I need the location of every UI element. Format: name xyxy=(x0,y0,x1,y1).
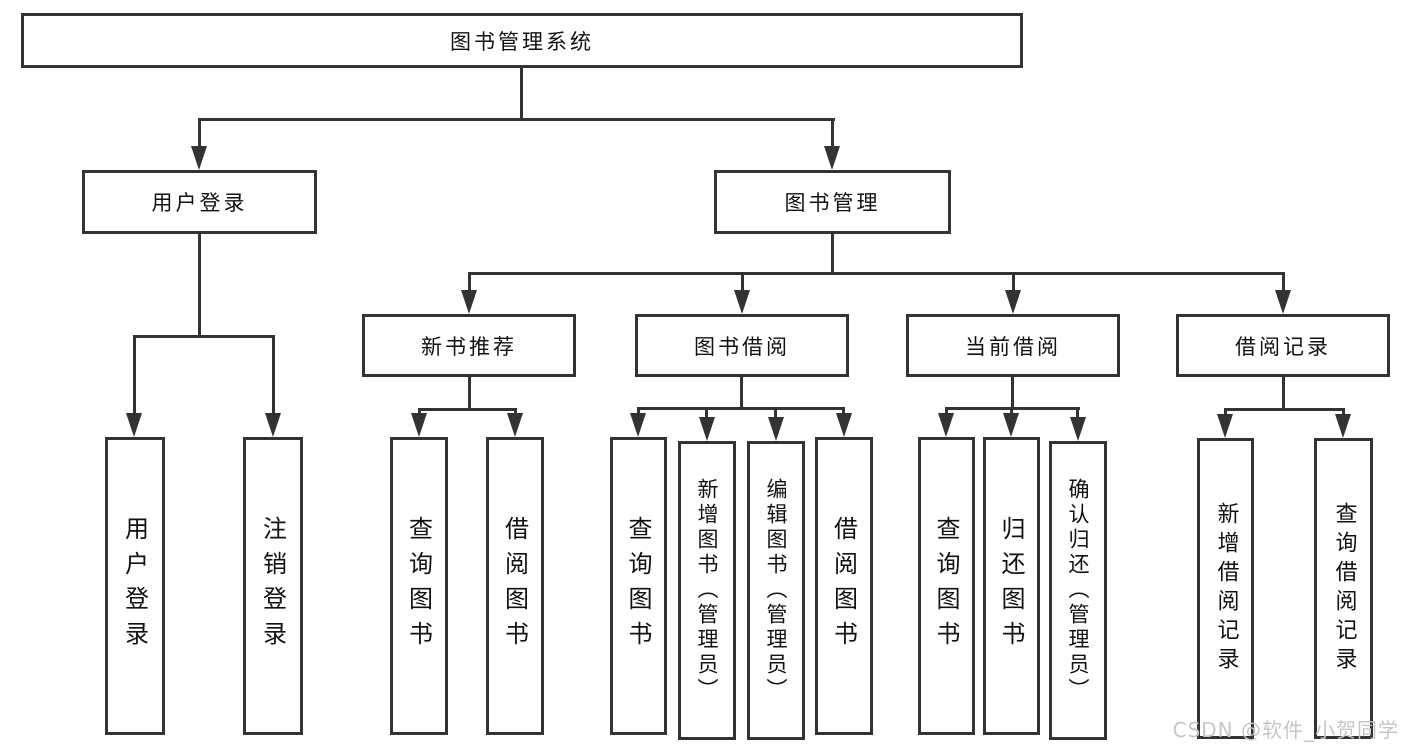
connector-line xyxy=(1012,272,1015,290)
node-new-book-recommend: 新书推荐 xyxy=(362,314,576,377)
connector-line xyxy=(842,407,845,413)
leaf-borrow-books: 借阅图书 xyxy=(815,437,873,735)
connector-line xyxy=(514,408,517,413)
leaf-borrow-books-recommend: 借阅图书 xyxy=(486,437,544,735)
leaf-add-books-admin: 新增图书（管理员） xyxy=(678,441,736,740)
arrow-down-icon xyxy=(1003,413,1019,437)
connector-line xyxy=(1282,272,1285,290)
arrow-down-icon xyxy=(1005,290,1021,314)
connector-line xyxy=(740,377,743,407)
node-current-borrowing: 当前借阅 xyxy=(906,314,1120,377)
arrow-down-icon xyxy=(461,290,477,314)
arrow-down-icon xyxy=(630,413,646,437)
node-book-management-label: 图书管理 xyxy=(784,191,881,215)
leaf-return-books-label: 归还图书 xyxy=(997,516,1025,656)
node-library-system: 图书管理系统 xyxy=(21,13,1023,68)
leaf-query-borrow-record: 查询借阅记录 xyxy=(1314,438,1373,739)
arrow-down-icon xyxy=(507,413,523,437)
arrow-down-icon xyxy=(1335,414,1351,438)
arrow-down-icon xyxy=(1070,417,1086,441)
node-book-management: 图书管理 xyxy=(714,170,951,234)
connector-line xyxy=(272,335,275,413)
connector-line xyxy=(1342,408,1345,414)
connector-line xyxy=(1011,377,1014,407)
arrow-down-icon xyxy=(824,146,840,170)
connector-line xyxy=(1224,408,1227,414)
connector-line xyxy=(418,408,517,411)
node-current-borrowing-label: 当前借阅 xyxy=(965,334,1061,359)
connector-line xyxy=(198,118,835,121)
arrow-down-icon xyxy=(734,290,750,314)
leaf-query-borrow-record-label: 查询借阅记录 xyxy=(1331,501,1357,676)
connector-line xyxy=(705,407,708,417)
leaf-user-login-label: 用户登录 xyxy=(120,516,149,656)
leaf-query-books-current: 查询图书 xyxy=(918,437,975,735)
connector-line xyxy=(520,68,523,118)
leaf-query-books-recommend-label: 查询图书 xyxy=(404,516,433,656)
arrow-down-icon xyxy=(1275,290,1291,314)
leaf-query-books-current-label: 查询图书 xyxy=(932,516,960,656)
leaf-logout-login-label: 注销登录 xyxy=(258,516,287,656)
csdn-watermark: CSDN @软件_小贺同学 xyxy=(1172,718,1399,742)
connector-line xyxy=(741,272,744,290)
connector-line xyxy=(637,407,640,413)
arrow-down-icon xyxy=(411,413,427,437)
connector-line xyxy=(1224,408,1345,411)
connector-line xyxy=(1076,407,1079,417)
leaf-query-books-borrow-label: 查询图书 xyxy=(624,516,652,656)
arrow-down-icon xyxy=(1217,414,1233,438)
leaf-confirm-return-admin-label: 确认归还（管理员） xyxy=(1066,478,1090,703)
connector-line xyxy=(198,234,201,335)
node-new-book-recommend-label: 新书推荐 xyxy=(421,334,517,359)
connector-line xyxy=(774,407,777,417)
node-book-borrowing: 图书借阅 xyxy=(635,314,849,377)
connector-line xyxy=(831,234,834,272)
connector-line xyxy=(831,118,834,146)
connector-line xyxy=(133,335,136,413)
leaf-edit-books-admin: 编辑图书（管理员） xyxy=(747,441,805,740)
connector-line xyxy=(1282,377,1285,408)
connector-line xyxy=(1010,407,1013,413)
leaf-add-books-admin-label: 新增图书（管理员） xyxy=(695,478,719,703)
arrow-down-icon xyxy=(126,413,142,437)
node-library-system-label: 图书管理系统 xyxy=(450,29,594,54)
node-user-login-label: 用户登录 xyxy=(151,191,248,215)
leaf-logout-login: 注销登录 xyxy=(243,437,303,735)
connector-line xyxy=(468,377,471,408)
node-user-login: 用户登录 xyxy=(82,170,317,234)
arrow-down-icon xyxy=(768,417,784,441)
leaf-user-login: 用户登录 xyxy=(105,437,165,735)
leaf-return-books: 归还图书 xyxy=(983,437,1040,735)
connector-line xyxy=(468,272,1285,275)
node-borrowing-records: 借阅记录 xyxy=(1176,314,1390,377)
node-book-borrowing-label: 图书借阅 xyxy=(694,334,790,359)
leaf-add-borrow-record-label: 新增借阅记录 xyxy=(1213,501,1239,676)
arrow-down-icon xyxy=(265,413,281,437)
leaf-query-books-recommend: 查询图书 xyxy=(390,437,448,735)
connector-line xyxy=(133,335,275,338)
arrow-down-icon xyxy=(836,413,852,437)
connector-line xyxy=(468,272,471,290)
connector-line xyxy=(198,118,201,146)
leaf-edit-books-admin-label: 编辑图书（管理员） xyxy=(764,478,788,703)
connector-line xyxy=(418,408,421,413)
arrow-down-icon xyxy=(699,417,715,441)
leaf-confirm-return-admin: 确认归还（管理员） xyxy=(1049,441,1107,740)
leaf-borrow-books-label: 借阅图书 xyxy=(829,516,858,656)
node-borrowing-records-label: 借阅记录 xyxy=(1235,334,1331,359)
arrow-down-icon xyxy=(191,146,207,170)
leaf-borrow-books-recommend-label: 借阅图书 xyxy=(500,516,529,656)
connector-line xyxy=(945,407,948,413)
leaf-add-borrow-record: 新增借阅记录 xyxy=(1197,438,1254,739)
connector-line xyxy=(637,407,845,410)
leaf-query-books-borrow: 查询图书 xyxy=(610,437,667,735)
arrow-down-icon xyxy=(938,413,954,437)
